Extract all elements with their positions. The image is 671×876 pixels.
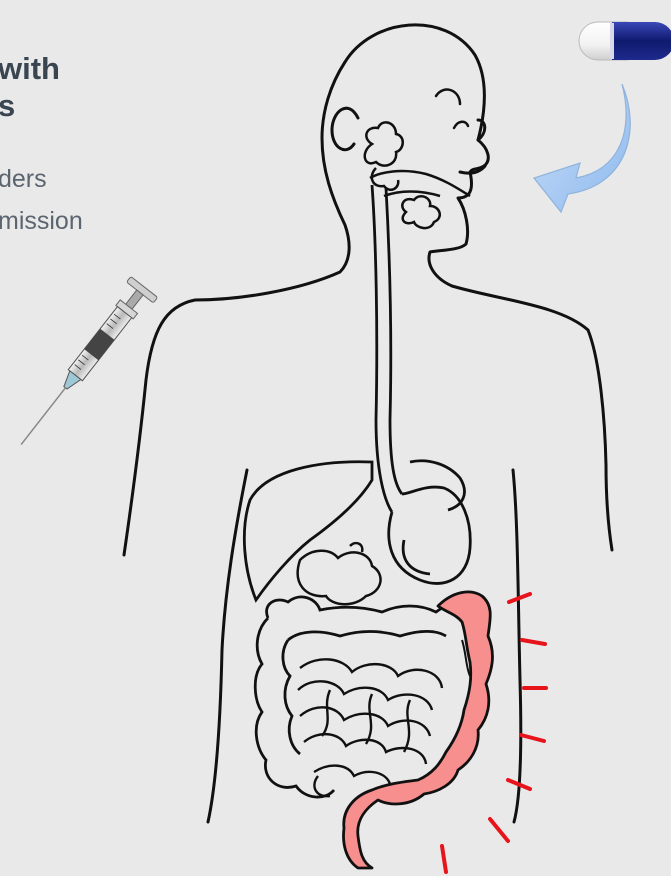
syringe-icon — [8, 276, 158, 455]
pancreas — [298, 543, 381, 604]
capsule-icon — [579, 22, 671, 60]
body-outline — [124, 25, 612, 822]
curved-arrow-icon — [534, 84, 630, 212]
salivary-glands — [365, 122, 470, 228]
small-intestine — [298, 659, 442, 796]
liver — [244, 461, 464, 600]
stomach — [389, 487, 470, 583]
esophagus — [372, 185, 402, 512]
